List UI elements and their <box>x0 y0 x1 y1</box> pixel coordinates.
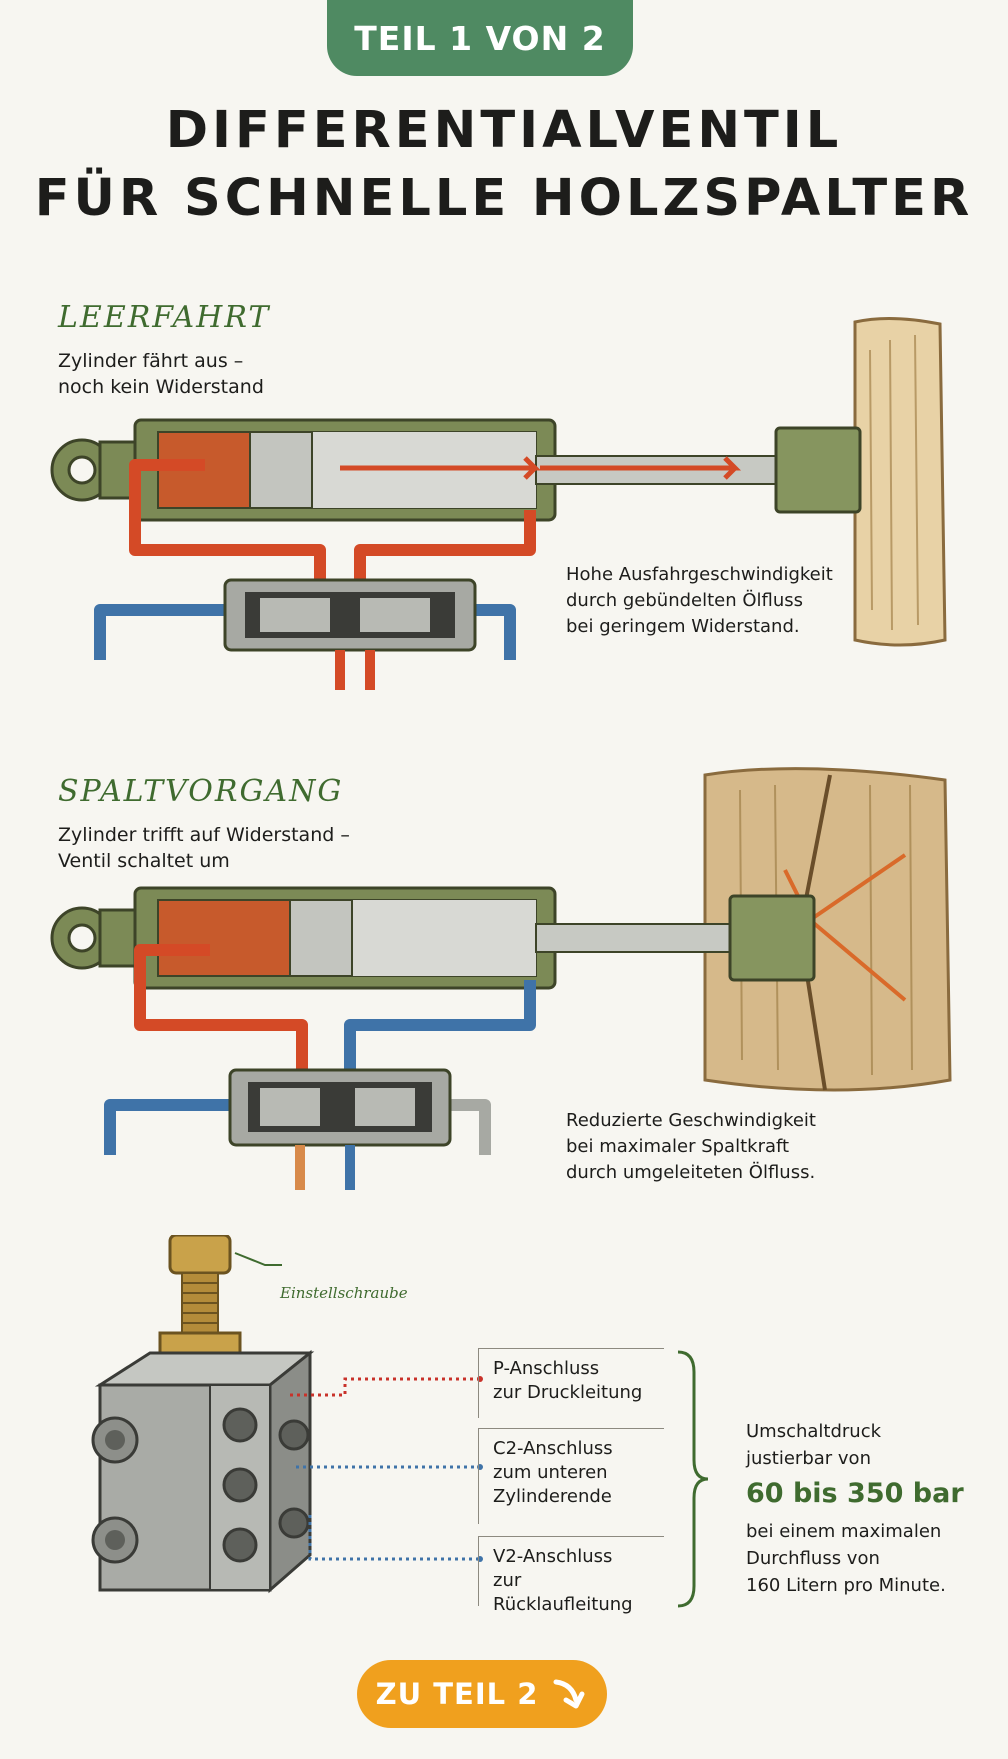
info-line2: justierbar von <box>746 1448 871 1469</box>
next-part-button[interactable]: ZU TEIL 2 <box>357 1660 607 1728</box>
port-p-line2: zur Druckleitung <box>493 1382 643 1403</box>
stage2-desc-line1: Zylinder trifft auf Widerstand – <box>58 824 350 846</box>
port-c2-line3: Zylinderende <box>493 1486 612 1507</box>
stage1-heading: LEERFAHRT <box>58 300 271 335</box>
stage2-note-line1: Reduzierte Geschwindigkeit <box>566 1110 816 1131</box>
info-line3: bei einem maximalen <box>746 1521 942 1542</box>
port-c2-line1: C2-Anschluss <box>493 1438 613 1459</box>
stage1-cylinder-illustration <box>50 316 947 690</box>
stage1-note-line1: Hohe Ausfahrgeschwindigkeit <box>566 564 833 585</box>
port-c2-line2: zum unteren <box>493 1462 608 1483</box>
arrow-down-right-icon <box>553 1679 585 1709</box>
page-title-line2: FÜR SCHNELLE HOLZSPALTER <box>34 169 974 228</box>
stage2-desc-line2: Ventil schaltet um <box>58 850 230 872</box>
port-v2-line1: V2-Anschluss <box>493 1546 613 1567</box>
page-title-line1: DIFFERENTIALVENTIL <box>165 101 843 160</box>
valve-body-icon <box>91 1349 315 1594</box>
port-p-line1: P-Anschluss <box>493 1358 600 1379</box>
stage2-cylinder-illustration <box>50 767 952 1190</box>
port-c2-box: C2-Anschluss zum unteren Zylinderende <box>478 1428 664 1524</box>
wood-log-icon <box>853 316 947 647</box>
stage2-heading: SPALTVORGANG <box>58 774 344 809</box>
info-range: 60 bis 350 bar <box>746 1478 964 1509</box>
stage1-desc-line1: Zylinder fährt aus – <box>58 350 244 372</box>
stage2-note-line2: bei maximaler Spaltkraft <box>566 1136 790 1157</box>
valve-illustration <box>91 1235 483 1594</box>
port-v2-line2: zur Rücklaufleitung <box>493 1570 633 1615</box>
curly-brace-icon <box>677 1350 709 1608</box>
stage1-note-line2: durch gebündelten Ölfluss <box>566 590 804 611</box>
port-p-box: P-Anschluss zur Druckleitung <box>478 1348 664 1418</box>
info-line1: Umschaltdruck <box>746 1421 882 1442</box>
stage2-note-line3: durch umgeleiteten Ölfluss. <box>566 1162 816 1183</box>
info-line5: 160 Litern pro Minute. <box>746 1575 946 1596</box>
info-line4: Durchfluss von <box>746 1548 880 1569</box>
stage1-note-line3: bei geringem Widerstand. <box>566 616 800 637</box>
part-badge: TEIL 1 VON 2 <box>327 0 633 76</box>
stage1-desc-line2: noch kein Widerstand <box>58 376 264 398</box>
adjustment-screw-icon <box>158 1235 242 1367</box>
screw-label: Einstellschraube <box>280 1284 408 1302</box>
port-v2-box: V2-Anschluss zur Rücklaufleitung <box>478 1536 664 1615</box>
next-part-label: ZU TEIL 2 <box>375 1677 539 1711</box>
